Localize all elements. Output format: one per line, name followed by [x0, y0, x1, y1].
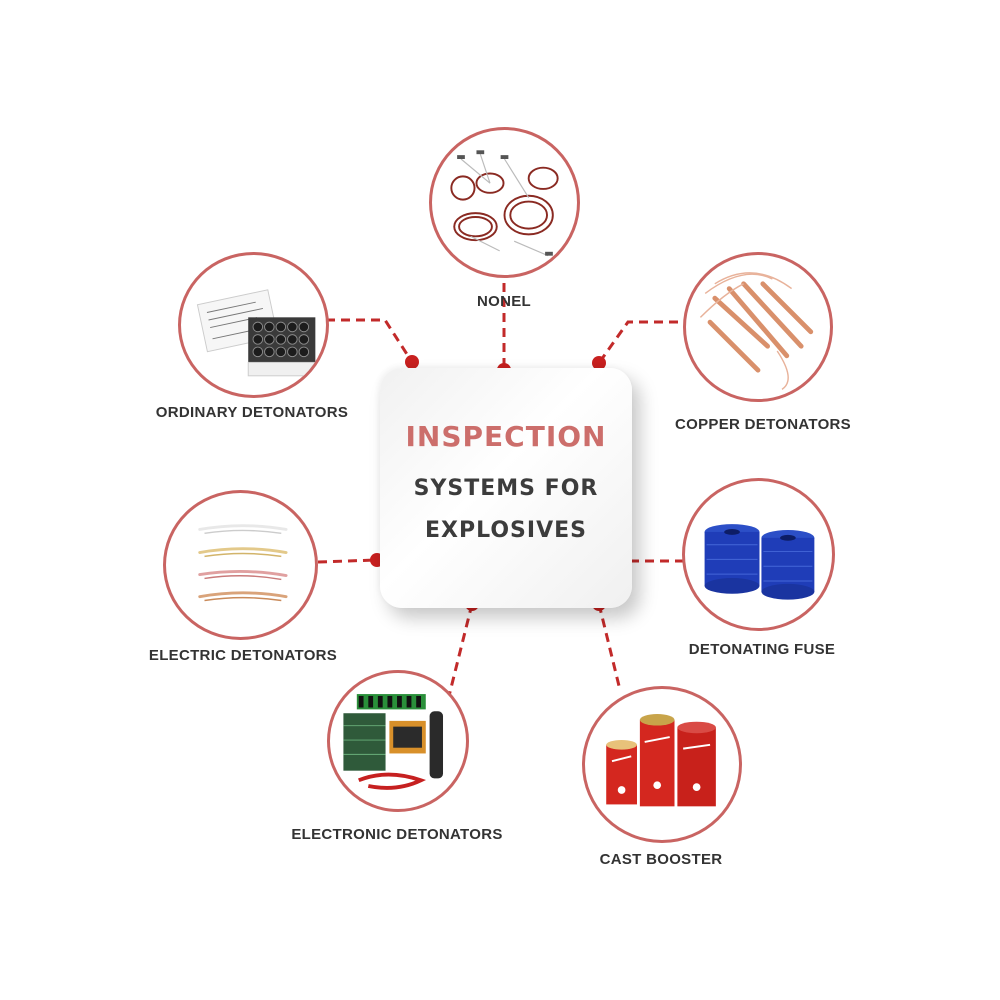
- dot-copper: [592, 356, 606, 370]
- connector-electronic: [446, 603, 474, 701]
- fuse-spools-image: [704, 524, 815, 600]
- label-electric-detonators: ELECTRIC DETONATORS: [148, 647, 338, 664]
- cast-booster-image: [606, 714, 716, 807]
- node-nonel: [429, 127, 580, 278]
- node-cast-booster: [582, 686, 742, 843]
- nonel-tubes-image: [450, 150, 559, 257]
- electronic-detonators-image: [343, 694, 444, 790]
- center-title-line1: INSPECTION: [405, 420, 607, 453]
- label-electronic-detonators: ELECTRONIC DETONATORS: [291, 826, 503, 843]
- electric-detonators-image: [198, 524, 288, 602]
- label-copper-detonators: COPPER DETONATORS: [675, 416, 851, 433]
- node-copper-detonators: [683, 252, 833, 402]
- center-title-line3: EXPLOSIVES: [425, 518, 587, 543]
- label-ordinary-detonators: ORDINARY DETONATORS: [155, 404, 349, 421]
- label-nonel: NONEL: [477, 293, 531, 310]
- label-detonating-fuse: DETONATING FUSE: [688, 641, 836, 658]
- copper-detonators-image: [699, 272, 814, 390]
- connector-electric: [317, 558, 378, 564]
- dot-ordinary: [405, 355, 419, 369]
- connector-booster: [597, 603, 622, 691]
- node-detonating-fuse: [682, 478, 835, 631]
- node-ordinary-detonators: [178, 252, 329, 398]
- node-electric-detonators: [163, 490, 318, 640]
- label-cast-booster: CAST BOOSTER: [599, 851, 723, 868]
- ordinary-detonators-image: [196, 289, 316, 377]
- connector-copper: [597, 320, 693, 364]
- center-title-line2: SYSTEMS FOR: [413, 476, 599, 501]
- node-electronic-detonators: [327, 670, 469, 812]
- center-box: [380, 368, 632, 608]
- connector-ordinary: [326, 318, 414, 363]
